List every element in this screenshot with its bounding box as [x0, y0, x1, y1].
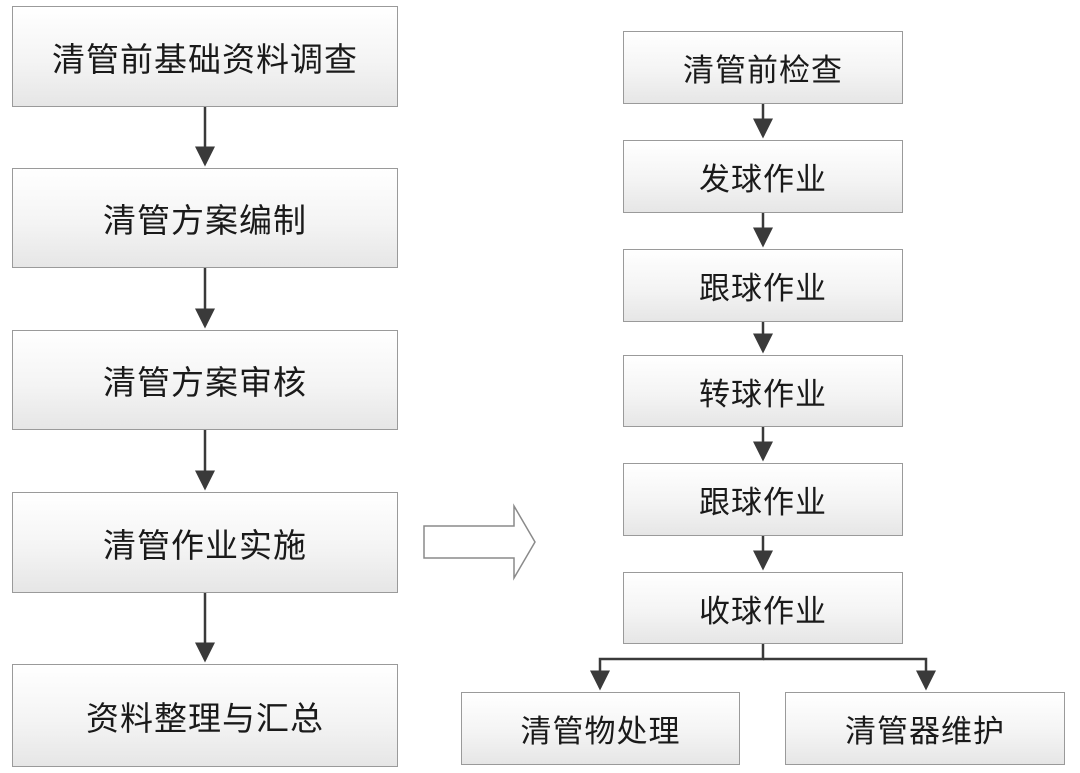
step-pre-survey: 清管前基础资料调查 — [12, 6, 398, 107]
branch-connector-right — [763, 657, 936, 691]
step-data-summary: 资料整理与汇总 — [12, 664, 398, 767]
step-pig-maintenance: 清管器维护 — [785, 692, 1065, 765]
step-ball-tracking-2: 跟球作业 — [623, 463, 903, 536]
step-ball-receiving: 收球作业 — [623, 572, 903, 644]
step-pre-inspection: 清管前检查 — [623, 31, 903, 104]
step-plan-review: 清管方案审核 — [12, 330, 398, 430]
step-ball-transfer: 转球作业 — [623, 355, 903, 427]
step-debris-handling: 清管物处理 — [461, 692, 740, 765]
step-plan-preparation: 清管方案编制 — [12, 168, 398, 268]
step-ball-tracking-1: 跟球作业 — [623, 249, 903, 322]
branch-connector — [590, 644, 765, 691]
transition-arrow — [423, 503, 536, 581]
step-operation-implementation: 清管作业实施 — [12, 492, 398, 593]
step-ball-launching: 发球作业 — [623, 140, 903, 213]
